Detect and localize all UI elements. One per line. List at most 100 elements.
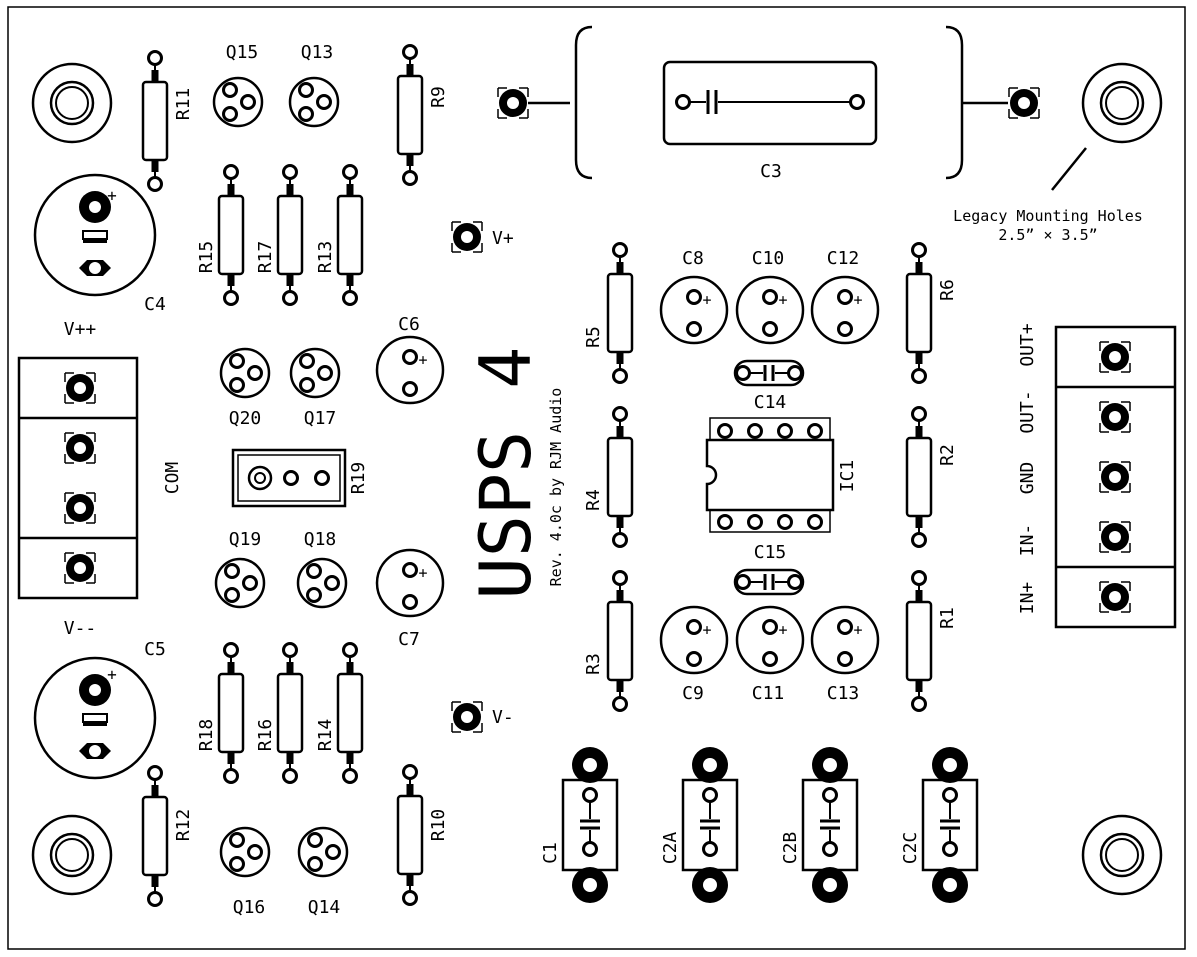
label-c8: C8	[682, 248, 704, 269]
label-r17: R17	[255, 241, 276, 274]
label-r4: R4	[583, 489, 604, 511]
transistor-q20	[221, 349, 269, 397]
label-r13: R13	[315, 241, 336, 274]
board-title: USPS 4	[465, 347, 547, 600]
label-c2a: C2A	[660, 832, 681, 865]
capacitor-c14	[735, 361, 803, 385]
label-c6: C6	[398, 314, 420, 335]
label-c15: C15	[754, 542, 787, 563]
label-c2b: C2B	[780, 832, 801, 865]
label-c14: C14	[754, 392, 787, 413]
label-com: COM	[162, 462, 183, 495]
label-c2c: C2C	[900, 832, 921, 865]
label-vminus: V-	[492, 707, 514, 728]
label-c11: C11	[752, 683, 785, 704]
label-in-minus: IN-	[1017, 524, 1038, 557]
capacitor-c2c	[923, 747, 977, 903]
capacitor-c3	[497, 25, 1040, 180]
capacitor-c10	[737, 277, 803, 343]
label-q14: Q14	[308, 897, 341, 918]
resistor-r16	[278, 644, 302, 783]
label-vplus: V+	[492, 228, 514, 249]
resistor-r1	[907, 572, 931, 711]
label-r10: R10	[428, 809, 449, 842]
label-r14: R14	[315, 719, 336, 752]
capacitor-c4	[33, 173, 157, 297]
label-vpp: V++	[64, 319, 97, 340]
label-c1: C1	[540, 842, 561, 864]
label-in-plus: IN+	[1017, 582, 1038, 615]
resistor-r9	[398, 46, 422, 185]
mounting-hole-bottom-right	[1081, 814, 1163, 896]
label-out-minus: OUT-	[1017, 390, 1038, 433]
label-q18: Q18	[304, 529, 337, 550]
io-terminal-block	[1054, 325, 1177, 629]
capacitor-c12	[812, 277, 878, 343]
transistor-q15	[214, 78, 262, 126]
capacitor-c9	[661, 607, 727, 673]
resistor-r5	[608, 244, 632, 383]
label-gnd: GND	[1017, 462, 1038, 495]
svg-text:+: +	[107, 665, 117, 684]
mounting-note-line1: Legacy Mounting Holes	[953, 207, 1143, 225]
capacitor-c7	[377, 550, 443, 616]
resistor-r12	[143, 767, 167, 906]
transistor-q17	[291, 349, 339, 397]
label-r12: R12	[173, 809, 194, 842]
capacitor-c1	[563, 747, 617, 903]
label-r19: R19	[348, 462, 369, 495]
label-r16: R16	[255, 719, 276, 752]
label-c9: C9	[682, 683, 704, 704]
capacitor-c8	[661, 277, 727, 343]
label-c5: C5	[144, 639, 166, 660]
resistor-r18	[219, 644, 243, 783]
mounting-hole-top-right	[1081, 62, 1163, 144]
label-r11: R11	[173, 88, 194, 121]
transistor-q16	[221, 828, 269, 876]
capacitor-c13	[812, 607, 878, 673]
label-c10: C10	[752, 248, 785, 269]
label-out-plus: OUT+	[1017, 323, 1038, 367]
label-q20: Q20	[229, 408, 262, 429]
label-r18: R18	[196, 719, 217, 752]
ic1-dip8	[705, 417, 835, 533]
board-revision: Rev. 4.0c by RJM Audio	[547, 388, 565, 587]
label-vmm: V--	[64, 618, 97, 639]
label-r9: R9	[428, 86, 449, 108]
capacitor-c5	[33, 656, 157, 780]
resistor-r14	[338, 644, 362, 783]
capacitor-c2b	[803, 747, 857, 903]
label-q13: Q13	[301, 42, 334, 63]
capacitor-c11	[737, 607, 803, 673]
label-r1: R1	[937, 607, 958, 629]
label-r5: R5	[583, 326, 604, 348]
resistor-r2	[907, 408, 931, 547]
svg-text:+: +	[107, 186, 117, 205]
label-c13: C13	[827, 683, 860, 704]
capacitor-c15	[735, 570, 803, 594]
transistor-q13	[290, 78, 338, 126]
transistor-q19	[216, 559, 264, 607]
pad-vplus	[451, 221, 483, 253]
label-r3: R3	[583, 653, 604, 675]
label-r15: R15	[196, 241, 217, 274]
board-outline	[7, 6, 1186, 950]
transistor-q14	[299, 828, 347, 876]
capacitor-c6	[377, 337, 443, 403]
label-r2: R2	[937, 444, 958, 466]
label-c3: C3	[760, 161, 782, 182]
label-q16: Q16	[233, 897, 266, 918]
mounting-hole-bottom-left	[31, 814, 113, 896]
resistor-r11	[143, 52, 167, 191]
resistor-r10	[398, 766, 422, 905]
label-r6: R6	[937, 279, 958, 301]
transistor-q18	[298, 559, 346, 607]
pad-vminus	[451, 701, 483, 733]
mounting-note-leader	[1051, 147, 1087, 191]
label-q15: Q15	[226, 42, 259, 63]
capacitor-c2a	[683, 747, 737, 903]
label-ic1: IC1	[837, 460, 858, 493]
resistor-r4	[608, 408, 632, 547]
label-q19: Q19	[229, 529, 262, 550]
